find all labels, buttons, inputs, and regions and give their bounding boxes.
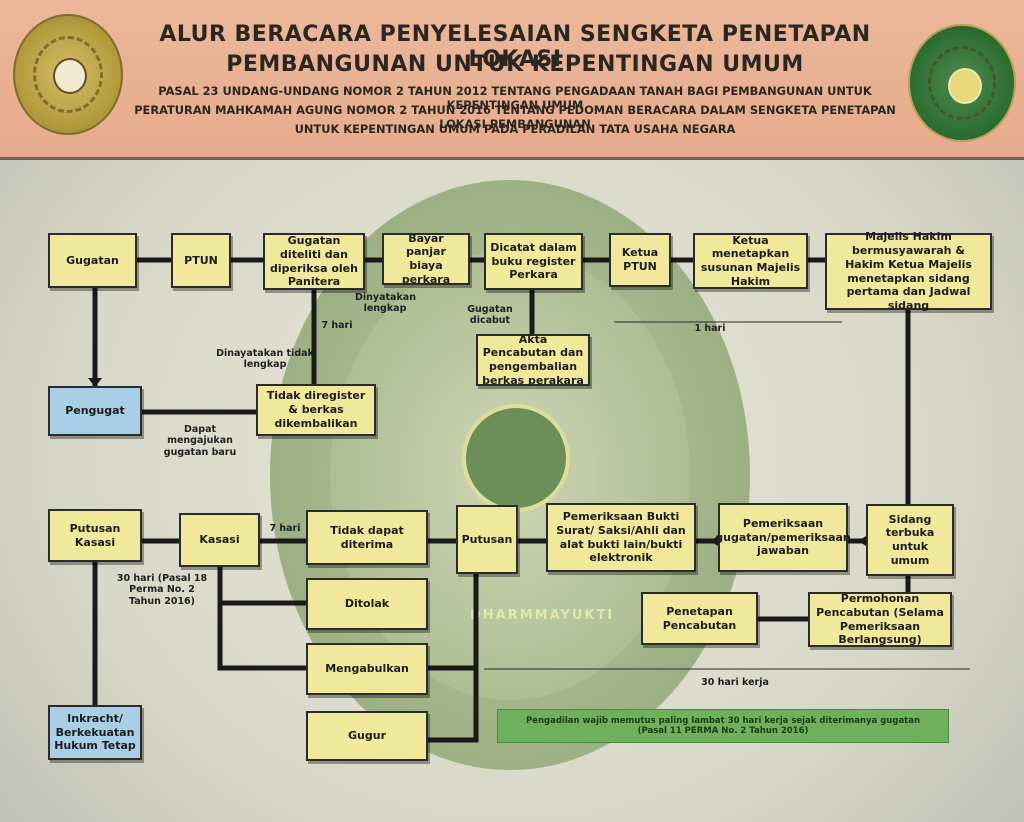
note-1-hari: 1 hari — [694, 323, 726, 334]
note-tidak-lengkap: Dinayatakan tidak lengkap — [216, 348, 314, 371]
box-putusan: Putusan — [456, 505, 518, 574]
box-majelis-hakim: Majelis Hakim bermusyawarah & Hakim Ketu… — [825, 230, 992, 312]
deadline-note-line-1: Pengadilan wajib memutus paling lambat 3… — [525, 716, 921, 726]
header-banner: ALUR BERACARA PENYELESAIAN SENGKETA PENE… — [0, 0, 1024, 160]
box-pemeriksaan-gugatan: Pemeriksaan gugatan/pemeriksaan jawaban — [715, 503, 851, 572]
court-seal-gold-icon — [13, 14, 123, 135]
deadline-note-line-2: (Pasal 11 PERMA No. 2 Tahun 2016) — [637, 726, 809, 736]
box-kasasi: Kasasi — [179, 513, 260, 567]
box-penetapan-pencabutan: Penetapan Pencabutan — [641, 592, 758, 645]
box-ptun: PTUN — [171, 233, 231, 288]
note-7-hari-kasasi: 7 hari — [269, 523, 301, 534]
title-line-1: ALUR BERACARA PENYELESAIAN SENGKETA PENE… — [159, 22, 871, 72]
box-putusan-kasasi: Putusan Kasasi — [48, 509, 142, 562]
box-diteliti-panitera: Gugatan diteliti dan diperiksa oleh Pani… — [263, 233, 365, 290]
subtitle-line-2: PERATURAN MAHKAMAH AGUNG NOMOR 2 TAHUN 2… — [134, 103, 896, 131]
box-ketua-menetapkan: Ketua menetapkan susunan Majelis Hakim — [693, 233, 808, 289]
box-ditolak: Ditolak — [306, 578, 428, 630]
title-line-2: PEMBANGUNAN UNTUK KEPENTINGAN UMUM — [226, 52, 804, 77]
box-tidak-diregister: Tidak diregister & berkas dikembalikan — [256, 384, 376, 436]
box-tidak-dapat-diterima: Tidak dapat diterima — [306, 510, 428, 565]
box-gugatan: Gugatan — [48, 233, 137, 288]
box-pengugat: Pengugat — [48, 386, 142, 436]
court-seal-green-icon — [908, 24, 1016, 142]
subtitle-line-3: UNTUK KEPENTINGAN UMUM PADA PERADILAN TA… — [294, 122, 736, 136]
note-30-hari-pasal-18: 30 hari (Pasal 18 Perma No. 2 Tahun 2016… — [116, 573, 208, 607]
deadline-note: Pengadilan wajib memutus paling lambat 3… — [497, 709, 949, 743]
note-dinyatakan-lengkap: Dinyatakan lengkap — [355, 292, 416, 315]
box-pemeriksaan-bukti: Pemeriksaan Bukti Surat/ Saksi/Ahli dan … — [546, 503, 696, 572]
note-7-hari-panitera: 7 hari — [321, 320, 353, 331]
box-akta-pencabutan: Akta Pencabutan dan pengembalian berkas … — [476, 333, 590, 387]
box-inkracht: Inkracht/ Berkekuatan Hukum Tetap — [48, 705, 142, 760]
watermark-motto: DHARMMAYUKTI — [470, 608, 615, 623]
box-sidang-terbuka: Sidang terbuka untuk umum — [866, 504, 954, 576]
note-30-hari-kerja: 30 hari kerja — [701, 677, 769, 688]
box-bayar-panjar: Bayar panjar biaya perkara — [382, 232, 470, 286]
box-permohonan-pencabutan: Permohonan Pencabutan (Selama Pemeriksaa… — [808, 592, 952, 647]
box-mengabulkan: Mengabulkan — [306, 643, 428, 695]
note-gugatan-dicabut: Gugatan dicabut — [467, 304, 513, 327]
subtitle-line-1: PASAL 23 UNDANG-UNDANG NOMOR 2 TAHUN 201… — [158, 84, 872, 112]
box-ketua-ptun: Ketua PTUN — [609, 233, 671, 287]
box-dicatat-register: Dicatat dalam buku register Perkara — [484, 233, 583, 290]
note-dapat-mengajukan: Dapat mengajukan gugatan baru — [163, 424, 237, 458]
box-gugur: Gugur — [306, 711, 428, 761]
